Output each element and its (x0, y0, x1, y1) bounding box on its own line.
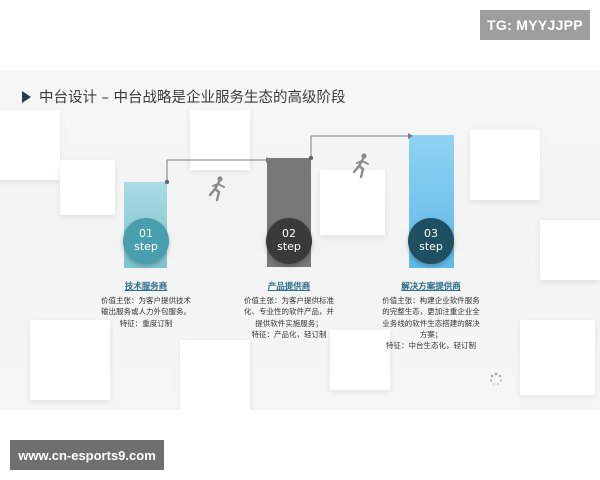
bg-tile (320, 170, 385, 235)
step-3-label: step (419, 240, 443, 253)
bg-tile (330, 330, 390, 390)
loading-spinner-icon (489, 372, 503, 385)
bg-tile (60, 160, 115, 215)
step-3-line: 价值主张：构建企业软件服务 (382, 296, 480, 305)
step-3-line: 方案； (419, 329, 443, 339)
step-connectors (164, 133, 413, 185)
step-2-description: 产品提供商 价值主张：为客户提供标准 化、专业性的软件产品，并 提供软件实施服务… (224, 280, 354, 340)
step-1-line: 输出服务或人力外包服务。 (101, 307, 191, 317)
bg-tile (30, 320, 110, 400)
step-1-circle: 01 step (123, 218, 169, 264)
slide-title-text: 中台设计 – 中台战略是企业服务生态的高级阶段 (39, 90, 346, 106)
step-3-line: 特征：中台生态化，轻订制 (386, 341, 476, 350)
watermark-tg-badge: TG: MYYJJPP (480, 10, 590, 40)
step-2-heading: 产品提供商 (267, 282, 311, 292)
bg-tile (470, 130, 540, 200)
step-1-heading: 技术服务商 (124, 282, 168, 292)
running-person-icon (352, 153, 369, 179)
step-3-line: 业务线的软件生态搭建的解决 (382, 318, 480, 328)
step-1-number: 01 (139, 227, 153, 241)
step-3-number: 03 (424, 227, 438, 241)
step-1-line: 特征：重度订制 (119, 318, 173, 328)
step-2-circle: 02 step (266, 218, 312, 264)
bg-tile (520, 320, 595, 395)
step-3-description: 解决方案提供商 价值主张：构建企业软件服务 的完整生态，更加注重企业全 业务线的… (366, 280, 496, 351)
play-arrow-icon (22, 90, 31, 103)
step-2-line: 化、专业性的软件产品，并 (244, 307, 334, 317)
bg-tile (540, 220, 600, 280)
step-2-line: 提供软件实施服务； (255, 318, 323, 328)
step-2-line: 价值主张：为客户提供标准 (244, 296, 334, 305)
bg-tile (0, 110, 60, 180)
step-3-heading: 解决方案提供商 (401, 282, 461, 292)
running-person-icon (208, 176, 225, 202)
watermark-url-badge: www.cn-esports9.com (10, 440, 164, 470)
step-2-line: 特征：产品化，轻订制 (251, 329, 327, 339)
step-2-number: 02 (282, 227, 296, 241)
step-2-label: step (277, 240, 301, 253)
step-3-circle: 03 step (408, 218, 454, 264)
slide-title: 中台设计 – 中台战略是企业服务生态的高级阶段 (22, 86, 345, 107)
step-1-line: 价值主张：为客户提供技术 (101, 296, 191, 305)
step-1-description: 技术服务商 价值主张：为客户提供技术 输出服务或人力外包服务。 特征：重度订制 (81, 280, 211, 329)
bg-tile (180, 340, 250, 410)
slide: 中台设计 – 中台战略是企业服务生态的高级阶段 01 step 02 step … (0, 70, 600, 410)
step-1-label: step (134, 240, 158, 253)
step-3-line: 的完整生态，更加注重企业全 (382, 307, 480, 317)
